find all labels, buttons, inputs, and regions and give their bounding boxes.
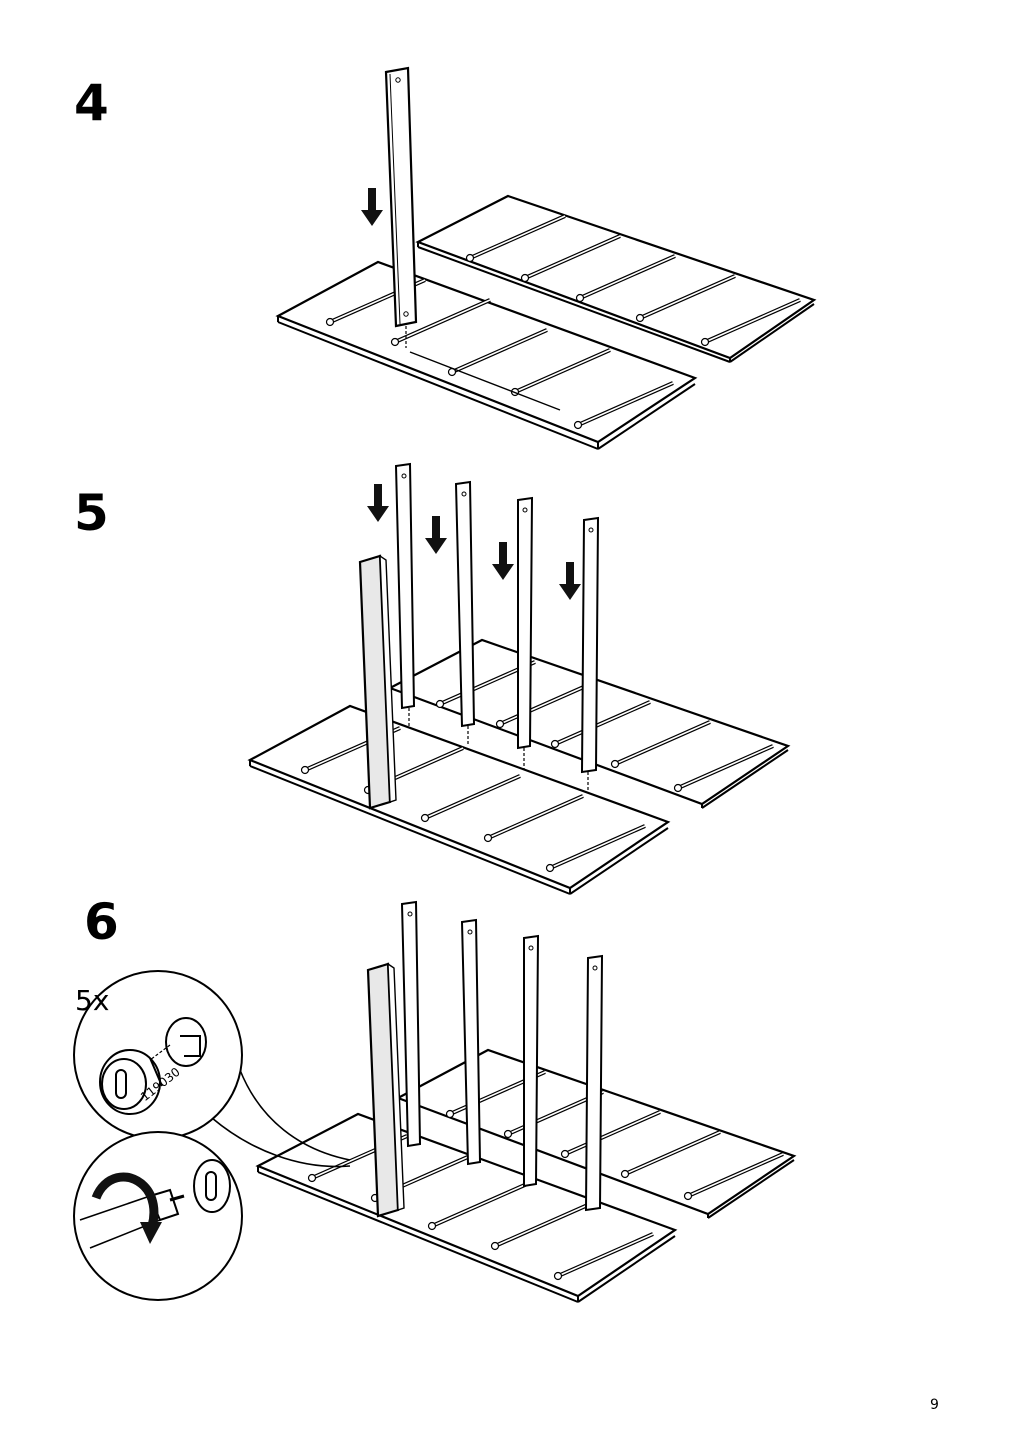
step-5-illustration (247, 462, 791, 895)
cam-lock-icon (99, 1017, 207, 1115)
page-number: 9 (930, 1397, 939, 1413)
step-4-illustration (275, 66, 817, 450)
leg (580, 516, 600, 792)
down-arrow-icon (492, 542, 514, 580)
down-arrow-icon (361, 188, 383, 226)
down-arrow-icon (367, 484, 389, 522)
back-panel (415, 194, 817, 363)
installed-leg (366, 962, 405, 1218)
leg (400, 900, 422, 1148)
leg (454, 480, 476, 746)
down-arrow-icon (559, 562, 581, 600)
leg (384, 66, 418, 348)
down-arrow-icon (425, 516, 447, 554)
installed-leg (358, 554, 397, 810)
rotate-clockwise-icon (91, 1172, 162, 1244)
step-5-number: 5 (74, 484, 109, 542)
step-6-illustration (73, 900, 797, 1303)
front-panel (275, 260, 698, 450)
front-panel (255, 1112, 678, 1303)
step-6-number: 6 (84, 893, 119, 951)
quantity-label: 5x (75, 984, 110, 1017)
screwdriver-detail-callout (73, 1131, 243, 1301)
leg (584, 954, 604, 1212)
cam-lock-detail-callout (73, 970, 351, 1168)
step-4-number: 4 (74, 74, 109, 132)
front-panel (247, 704, 671, 895)
leg (517, 496, 534, 770)
leg (523, 934, 540, 1188)
leg (394, 462, 416, 728)
leg (460, 918, 482, 1166)
